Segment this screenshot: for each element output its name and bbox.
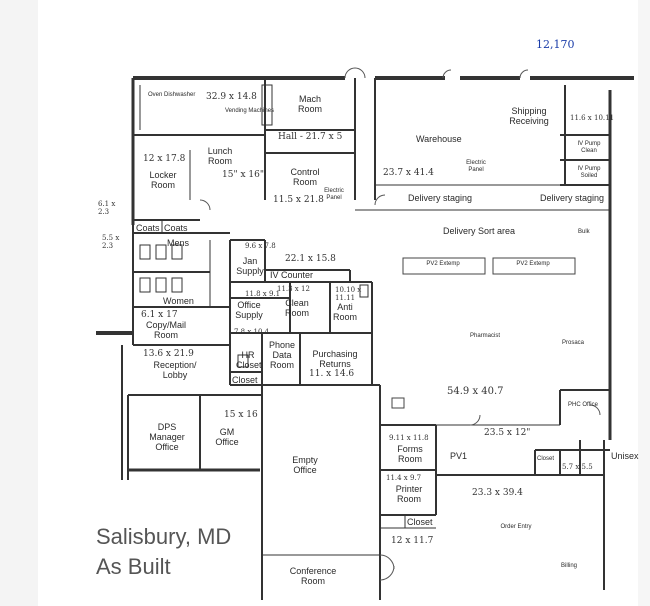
margin-note-4: 7.8 x 10.4 — [234, 328, 270, 336]
room-dim-locker: 12 x 17.8 — [143, 154, 186, 164]
room-label-locker: Locker Room — [149, 170, 177, 190]
label-coats-2: Coats — [164, 223, 188, 233]
room-dim-copy: 6.1 x 17 — [141, 310, 178, 320]
label-pv2-2: PV2 Extemp — [516, 261, 550, 267]
room-label-forms: Forms Room — [397, 444, 423, 464]
label-delivery-staging-1: Delivery staging — [408, 193, 473, 203]
room-label-purchasing: Purchasing Returns — [312, 349, 358, 369]
room-label-closet-3: Closet — [407, 517, 433, 527]
room-label-phone-data: Phone Data Room — [268, 340, 296, 370]
drawing-title: Salisbury, MD — [96, 524, 232, 549]
room-dim-jan: 9.6 x 7.8 — [245, 242, 276, 250]
room-dim-shipping: 11.6 x 10.11 — [570, 114, 615, 122]
room-label-lunch: Lunch Room — [207, 146, 233, 166]
room-label-vending: Vending Machines — [225, 108, 275, 114]
label-iv-counter: IV Counter — [270, 270, 314, 280]
room-label-clean: Clean Room — [284, 298, 309, 318]
room-dim-break: 32.9 x 14.8 — [206, 92, 257, 102]
room-dim-pharmacy: 54.9 x 40.7 — [447, 386, 504, 397]
label-bulk: Bulk — [578, 229, 590, 235]
room-dim-iv-counter: 22.1 x 15.8 — [285, 254, 336, 264]
dim-23-5: 23.5 x 12" — [484, 428, 531, 438]
scan-left-margin — [0, 0, 38, 606]
label-pv1: PV1 — [450, 451, 468, 461]
label-hall: Hall - 21.7 x 5 — [278, 132, 343, 142]
margin-note-1: 6.1 x 2.3 — [98, 200, 116, 216]
label-delivery-sort: Delivery Sort area — [443, 226, 516, 236]
room-label-copy-mail: Copy/Mail Room — [145, 320, 186, 340]
room-dim-reception: 13.6 x 21.9 — [143, 349, 194, 359]
room-label-iv-pump-soiled: IV Pump Soiled — [577, 166, 601, 179]
room-label-gm-office: GM Office — [215, 427, 239, 447]
room-dim-clean: 11.3 x 12 — [277, 285, 310, 293]
room-label-hr-closet: HR Closet — [236, 350, 262, 370]
room-label-break: Oven Dishwasher — [148, 92, 196, 98]
room-label-warehouse: Warehouse — [416, 134, 462, 144]
room-label-printer: Printer Room — [395, 484, 423, 504]
label-pv2-1: PV2 Extemp — [426, 261, 460, 267]
room-label-dps-manager: DPS Manager Office — [149, 422, 185, 452]
label-billing: Billing — [561, 563, 578, 569]
room-dim-lunch: 15" x 16" — [222, 170, 264, 180]
label-delivery-staging-2: Delivery staging — [540, 193, 605, 203]
room-dim-order-entry: 12 x 11.7 — [391, 536, 434, 546]
room-label-order-entry: Order Entry — [500, 524, 532, 530]
room-label-office-supply: Office Supply — [235, 300, 263, 320]
room-label-closet-1: Closet — [232, 375, 258, 385]
room-label-anti: Anti Room — [332, 302, 357, 322]
room-label-womens: Women — [163, 296, 194, 306]
room-dim-order: 23.3 x 39.4 — [472, 488, 523, 498]
room-label-closet-2: Closet — [537, 456, 555, 462]
room-label-shipping: Shipping Receiving — [509, 106, 549, 126]
room-label-phc-office: PHC Office — [568, 402, 598, 408]
label-prosaca: Prosaca — [562, 340, 585, 346]
room-dim-anti: 10.10 x 11.11 — [335, 286, 362, 302]
room-label-control: Control Room — [290, 167, 320, 187]
label-pharmacist: Pharmacist — [470, 333, 501, 339]
margin-note-5: 5.7 x 5.5 — [562, 463, 593, 471]
sheet-number: 12,170 — [536, 38, 575, 51]
room-label-conference: Conference Room — [289, 566, 337, 586]
room-label-empty-office: Empty Office — [292, 455, 318, 475]
scan-right-margin — [638, 0, 650, 606]
room-dim-forms: 9.11 x 11.8 — [389, 434, 429, 442]
drawing-subtitle: As Built — [96, 554, 171, 579]
room-label-iv-pump-clean: IV Pump Clean — [577, 141, 601, 154]
room-dim-control: 11.5 x 21.8 — [273, 195, 324, 205]
label-electric-panel-2: Electric Panel — [466, 160, 486, 173]
label-electric-panel: Electric Panel — [324, 188, 344, 201]
room-label-mach: Mach Room — [297, 94, 322, 114]
room-dim-warehouse: 23.7 x 41.4 — [383, 168, 434, 178]
margin-note-2: 5.5 x 2.3 — [102, 234, 120, 250]
margin-note-3: 11.8 x 9.1 — [245, 290, 281, 298]
room-dim-printer: 11.4 x 9.7 — [386, 474, 422, 482]
room-label-mens: Mens — [167, 238, 190, 248]
room-dim-gm: 15 x 16 — [224, 410, 258, 420]
label-coats-1: Coats — [136, 223, 160, 233]
room-label-jan: Jan Supply — [236, 256, 264, 276]
room-dim-purchasing: 11. x 14.6 — [309, 369, 355, 379]
room-label-unisex: Unisex — [611, 451, 639, 461]
room-label-reception: Reception/ Lobby — [153, 360, 197, 380]
